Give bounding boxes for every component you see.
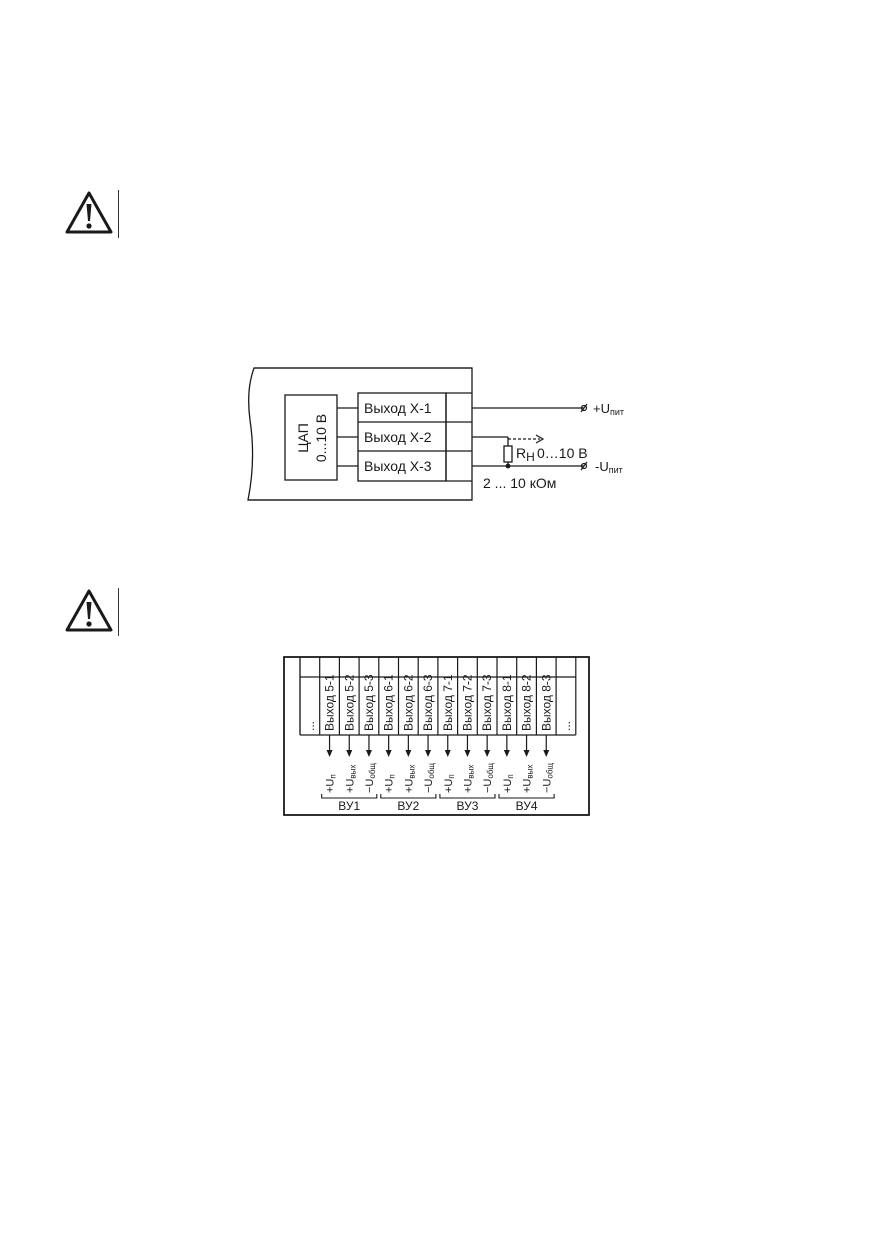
- group-label: ВУ2: [397, 799, 419, 813]
- terminal-label: Выход 5-1: [323, 674, 337, 731]
- dac-range: 0...10 В: [313, 414, 329, 462]
- terminal-ellipsis: ...: [559, 721, 573, 731]
- terminal-label: Выход 6-3: [421, 674, 435, 731]
- terminal-label: Выход 5-2: [342, 674, 356, 731]
- dac-block: [284, 394, 338, 481]
- signal-label: −Uобщ: [541, 763, 554, 793]
- group-label: ВУ3: [456, 799, 478, 813]
- load-range: 0…10 В: [537, 445, 588, 461]
- signal-arrow: [346, 735, 353, 757]
- group-label: ВУ1: [338, 799, 360, 813]
- load-resistor: [503, 445, 513, 463]
- signal-label: +Uвых: [462, 765, 475, 793]
- group-bracket: [498, 794, 555, 799]
- terminal-label: Выход 5-3: [362, 674, 376, 731]
- terminal-ellipsis: ...: [303, 721, 317, 731]
- signal-arrow: [543, 735, 550, 757]
- signal-label: −Uобщ: [423, 763, 436, 793]
- signal-arrow: [365, 735, 372, 757]
- terminal-label: Выход 7-1: [441, 674, 455, 731]
- load-resistance: 2 ... 10 кОм: [483, 475, 556, 491]
- group-brackets: ВУ1 ВУ2 ВУ3 ВУ4: [321, 794, 555, 813]
- signal-arrow: [523, 735, 530, 757]
- group-bracket: [380, 794, 437, 799]
- signal-arrows: +Uп +Uвых −Uобщ +Uп +Uвых −Uобщ +Uп +Uвых −Uобщ +…: [325, 735, 554, 793]
- device-housing: [247, 367, 473, 501]
- terminal-label: Выход 8-1: [500, 674, 514, 731]
- output-label-2: Выход Х-2: [364, 429, 432, 445]
- terminal-strip: ... Выход 5-1 Выход 5-2 Выход 5-3 Выход 6-1 В…: [299, 657, 577, 736]
- terminal-label: Выход 6-1: [382, 674, 396, 731]
- warning-icon: [65, 589, 113, 632]
- signal-arrow: [425, 735, 432, 757]
- signal-label: −Uобщ: [482, 763, 495, 793]
- junction-dot: [505, 463, 511, 469]
- warning-icon: [65, 191, 113, 234]
- signal-label: +Uп: [325, 774, 338, 793]
- supply-minus-label: -Uпит: [595, 459, 623, 475]
- dac-output-wiring-diagram: ЦАП 0...10 В Выход Х-1 Выход Х-2 Выход Х…: [247, 367, 624, 501]
- signal-label: −Uобщ: [364, 763, 377, 793]
- signal-label: +Uвых: [522, 765, 535, 793]
- signal-arrow: [484, 735, 491, 757]
- signal-arrow: [405, 735, 412, 757]
- terminal-minus: [580, 462, 588, 470]
- terminal-plus: [580, 404, 588, 412]
- signal-arrow: [503, 735, 510, 757]
- module-frame: [283, 656, 590, 816]
- terminal-label: Выход 7-3: [480, 674, 494, 731]
- supply-plus-label: +Uпит: [593, 401, 624, 417]
- terminal-label: Выход 6-2: [401, 674, 415, 731]
- signal-arrow: [444, 735, 451, 757]
- group-bracket: [321, 794, 378, 799]
- group-label: ВУ4: [516, 799, 538, 813]
- warning-divider: [118, 588, 119, 636]
- warning-divider: [118, 190, 119, 238]
- signal-label: +Uп: [502, 774, 515, 793]
- signal-arrow: [464, 735, 471, 757]
- dac-label: ЦАП: [295, 423, 311, 453]
- signal-label: +Uвых: [344, 765, 357, 793]
- terminal-label: Выход 7-2: [460, 674, 474, 731]
- group-bracket: [439, 794, 496, 799]
- signal-arrow: [385, 735, 392, 757]
- output-label-3: Выход Х-3: [364, 458, 432, 474]
- signal-label: +Uвых: [403, 765, 416, 793]
- signal-arrow: [326, 735, 333, 757]
- signal-label: +Uп: [384, 774, 397, 793]
- signal-label: +Uп: [443, 774, 456, 793]
- terminal-label: Выход 8-3: [539, 674, 553, 731]
- terminal-label: Выход 8-2: [520, 674, 534, 731]
- load-label: RН: [516, 445, 535, 464]
- output-label-1: Выход Х-1: [364, 400, 432, 416]
